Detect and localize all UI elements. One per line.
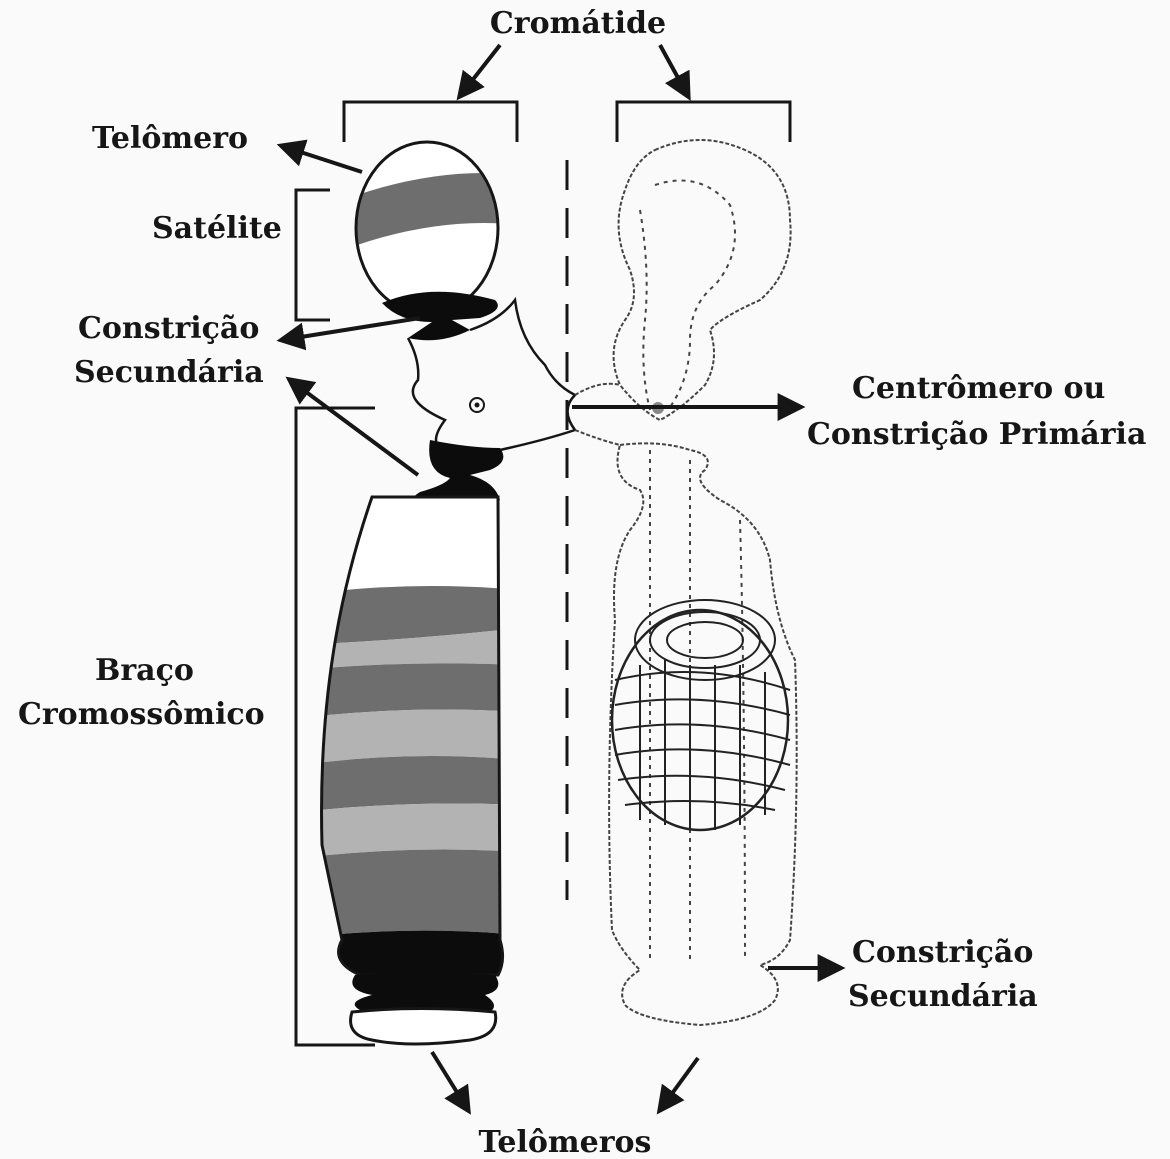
bracket-right-chromatid	[617, 102, 790, 142]
arrow-telomeros-left	[432, 1052, 468, 1110]
upper-heterochromatin	[382, 292, 498, 341]
label-constricao-secundaria-left-1: Constrição	[78, 311, 259, 346]
label-telomeros: Telômeros	[479, 1125, 652, 1159]
label-braco-2: Cromossômico	[18, 697, 265, 732]
chromosome-arm	[300, 490, 520, 990]
arrow-cromatide-right	[660, 45, 688, 96]
satellite-body	[330, 142, 520, 314]
label-braco-1: Braço	[95, 653, 194, 688]
label-cromatide: Cromátide	[490, 6, 666, 41]
arrow-telomero	[282, 146, 362, 172]
label-telomero: Telômero	[92, 121, 248, 156]
label-centromero-1: Centrômero ou	[852, 371, 1105, 406]
label-constricao-secundaria-right-1: Constrição	[852, 935, 1033, 970]
label-centromero-2: Constrição Primária	[807, 417, 1146, 452]
label-satelite: Satélite	[152, 211, 282, 246]
bracket-left-chromatid	[344, 102, 517, 142]
arrow-cromatide-left	[460, 45, 500, 96]
label-constricao-secundaria-right-2: Secundária	[848, 979, 1038, 1014]
bracket-satellite	[296, 190, 330, 320]
arrow-constricao-lower	[290, 380, 418, 475]
right-chromatid	[575, 140, 797, 1025]
arrow-telomeros-right	[660, 1058, 698, 1110]
label-constricao-secundaria-left-2: Secundária	[74, 355, 264, 390]
coiled-chromatin	[612, 600, 790, 830]
left-chromatid	[300, 142, 575, 1044]
bottom-telomere-cap	[351, 1009, 496, 1045]
